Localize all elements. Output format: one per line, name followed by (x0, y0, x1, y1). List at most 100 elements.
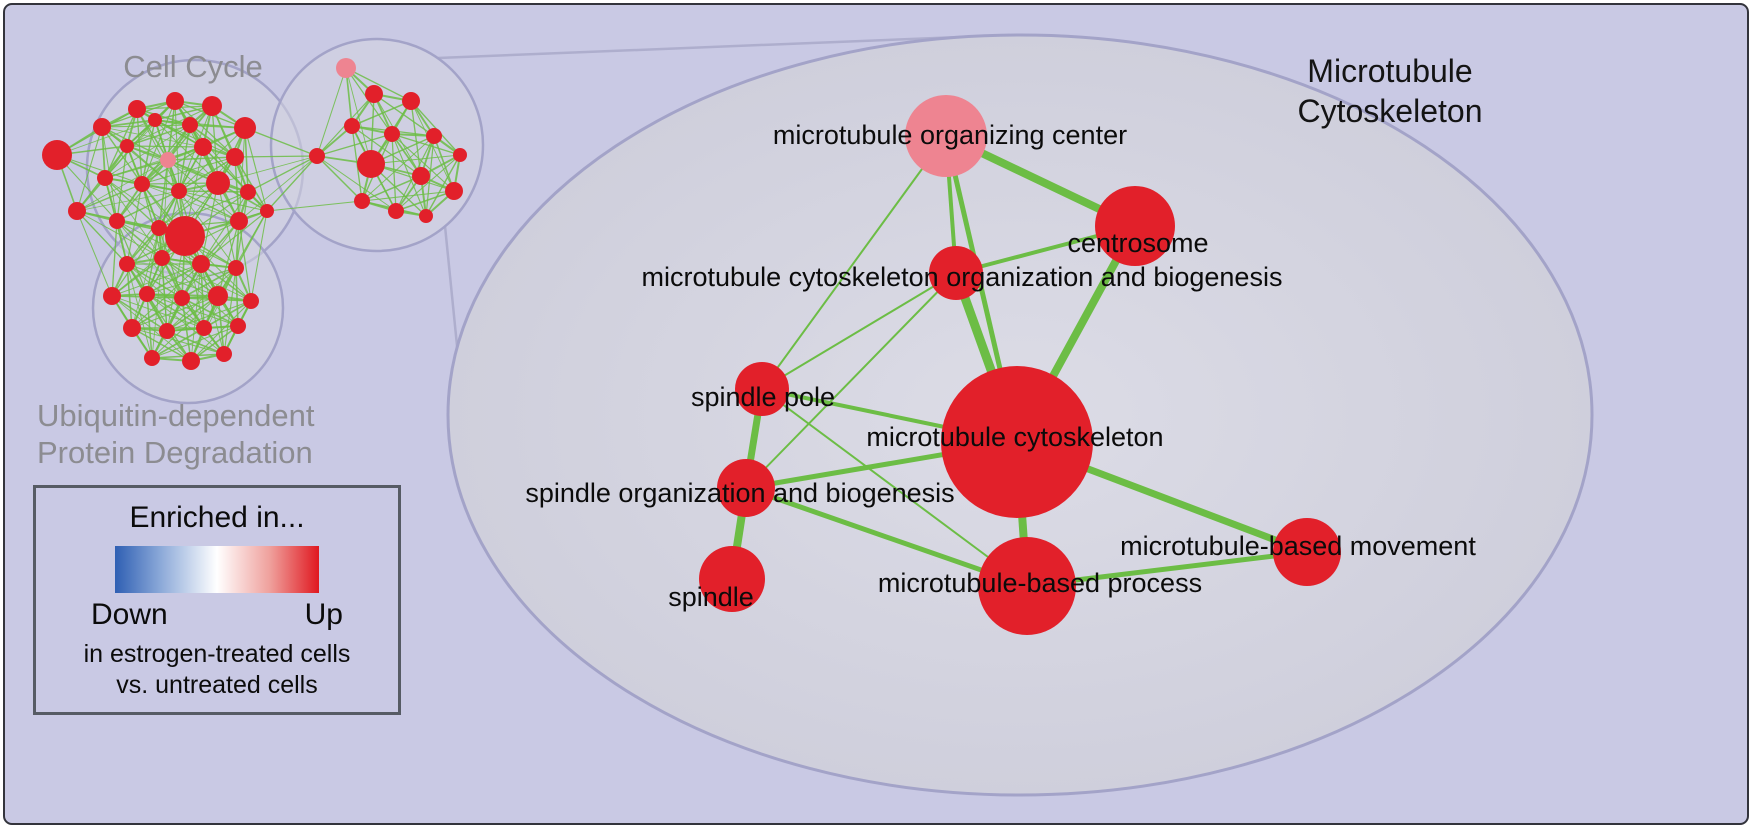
overview-edge (166, 300, 252, 332)
node-centrosome[interactable] (1095, 186, 1175, 266)
overview-node[interactable] (174, 290, 190, 306)
overview-node[interactable] (228, 260, 244, 276)
overview-node[interactable] (103, 287, 121, 305)
overview-node[interactable] (148, 113, 162, 127)
overview-node[interactable] (119, 256, 135, 272)
overview-node[interactable] (453, 148, 467, 162)
overview-edge (217, 155, 318, 184)
overview-node[interactable] (93, 118, 111, 136)
overview-edge (247, 155, 318, 193)
node-mbp[interactable] (978, 537, 1076, 635)
overview-node[interactable] (226, 148, 244, 166)
node-mcob[interactable] (929, 246, 983, 300)
overview-node[interactable] (419, 209, 433, 223)
edge-spindle_pole-mbp (761, 388, 1028, 587)
overview-edge (154, 119, 204, 148)
overview-node[interactable] (357, 150, 385, 178)
overview-node[interactable] (97, 170, 113, 186)
overview-node[interactable] (388, 203, 404, 219)
overview-edge (223, 267, 237, 355)
edge-mcob-sob (745, 272, 957, 489)
overview-node[interactable] (151, 220, 167, 236)
overview-node[interactable] (412, 167, 430, 185)
overview-edge (235, 267, 239, 327)
overview-node[interactable] (309, 148, 325, 164)
overview-node[interactable] (166, 92, 184, 110)
edge-moc-spindle_pole (761, 135, 947, 390)
overview-node[interactable] (165, 216, 205, 256)
overview-node[interactable] (128, 100, 146, 118)
overview-edge (316, 155, 363, 202)
overview-node[interactable] (42, 140, 72, 170)
overview-node[interactable] (206, 171, 230, 195)
node-spindle[interactable] (699, 546, 765, 612)
overview-node[interactable] (208, 286, 228, 306)
overview-node[interactable] (182, 352, 200, 370)
overview-edge (345, 67, 412, 102)
cluster-title-microtubule: Microtubule Cytoskeleton (1273, 51, 1507, 131)
overview-node[interactable] (354, 193, 370, 209)
node-sob[interactable] (717, 459, 775, 517)
node-mc[interactable] (941, 366, 1093, 518)
overview-node[interactable] (365, 85, 383, 103)
node-mbm[interactable] (1273, 518, 1341, 586)
overview-node[interactable] (240, 184, 256, 200)
overview-node[interactable] (243, 293, 259, 309)
overview-node[interactable] (144, 350, 160, 366)
overview-edge (141, 183, 163, 259)
overview-edge (189, 124, 236, 158)
overview-node[interactable] (260, 204, 274, 218)
cluster-title-cell-cycle: Cell Cycle (123, 49, 263, 84)
overview-node[interactable] (192, 255, 210, 273)
legend-caption-line1: in estrogen-treated cells (83, 640, 351, 668)
overview-node[interactable] (344, 118, 360, 134)
overview-edge (146, 293, 239, 327)
overview-node[interactable] (159, 323, 175, 339)
overview-node[interactable] (426, 128, 442, 144)
overview-node[interactable] (154, 250, 170, 266)
overview-node[interactable] (139, 286, 155, 302)
overview-edge (211, 105, 219, 184)
overview-edge (200, 210, 268, 265)
overview-edge (203, 300, 252, 329)
overview-edge (190, 300, 252, 362)
overview-edge (101, 126, 143, 185)
cluster-circle-microtubule (269, 37, 485, 253)
node-moc[interactable] (905, 95, 987, 177)
overview-node[interactable] (234, 117, 256, 139)
overview-edge (154, 119, 236, 158)
overview-edge (126, 124, 191, 147)
node-spindle_pole[interactable] (735, 362, 789, 416)
overview-edge (244, 127, 318, 157)
overview-edge (316, 133, 393, 157)
overview-edge (104, 124, 191, 179)
overview-node[interactable] (120, 139, 134, 153)
overview-edge (217, 182, 237, 269)
overview-edge (76, 183, 143, 212)
overview-node[interactable] (134, 176, 150, 192)
node-label-sob: spindle organization and biogenesis (525, 478, 954, 508)
overview-node[interactable] (196, 320, 212, 336)
overview-node[interactable] (194, 138, 212, 156)
overview-edge (104, 146, 204, 179)
overview-edge (76, 210, 128, 265)
node-label-moc: microtubule organizing center (773, 120, 1127, 150)
overview-node[interactable] (230, 212, 248, 230)
overview-node[interactable] (230, 318, 246, 334)
overview-edge (76, 210, 113, 297)
overview-node[interactable] (160, 152, 176, 168)
overview-node[interactable] (336, 58, 356, 78)
overview-node[interactable] (171, 183, 187, 199)
overview-node[interactable] (68, 202, 86, 220)
overview-edge (178, 190, 240, 222)
overview-node[interactable] (202, 96, 222, 116)
overview-edge (351, 125, 363, 202)
overview-node[interactable] (109, 213, 125, 229)
overview-edge (161, 257, 239, 327)
overview-node[interactable] (384, 126, 400, 142)
overview-node[interactable] (123, 319, 141, 337)
overview-node[interactable] (402, 92, 420, 110)
overview-node[interactable] (445, 182, 463, 200)
overview-node[interactable] (182, 117, 198, 133)
overview-node[interactable] (216, 346, 232, 362)
